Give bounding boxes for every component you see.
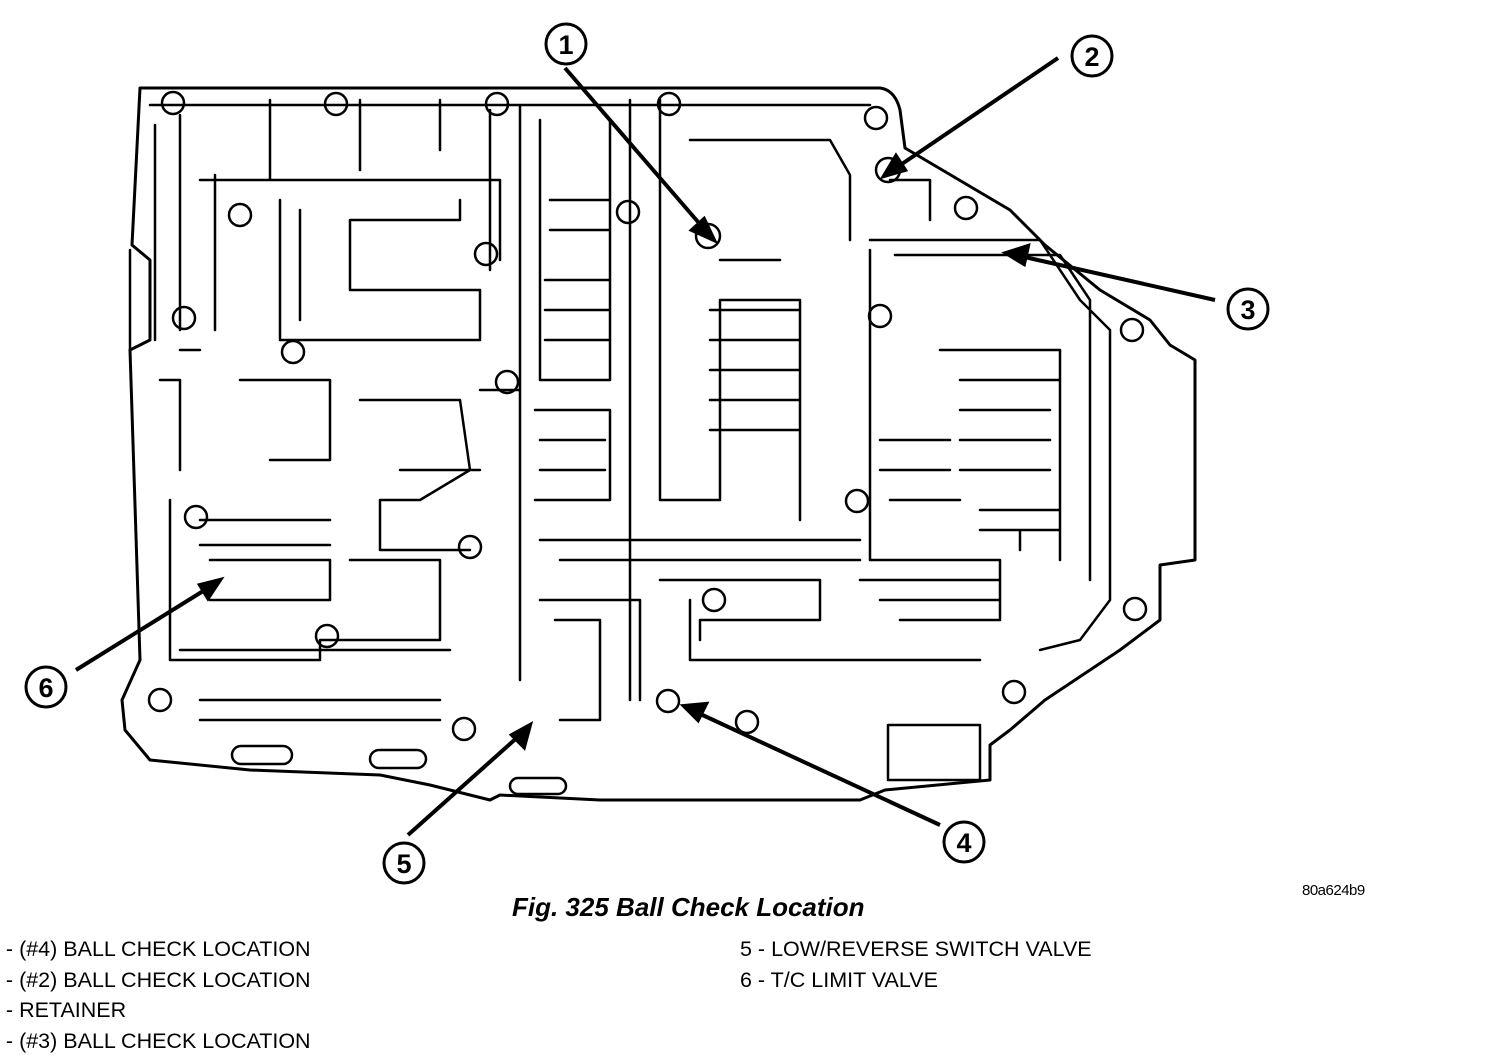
- image-code: 80a624b9: [1302, 882, 1365, 899]
- legend-item: 4 - (#3) BALL CHECK LOCATION: [0, 1026, 311, 1056]
- legend-item: 6 - T/C LIMIT VALVE: [740, 965, 1092, 996]
- callout-1: 1: [546, 24, 586, 64]
- callout-6-label: 6: [38, 673, 53, 703]
- valve-body-diagram: 1 2 3 4 5 6: [0, 0, 1504, 900]
- arrow-4: [696, 712, 940, 825]
- callout-1-label: 1: [558, 30, 573, 60]
- legend-item: 2 - (#2) BALL CHECK LOCATION: [0, 965, 311, 996]
- callout-4: 4: [944, 822, 984, 862]
- callout-2-label: 2: [1084, 42, 1099, 72]
- callout-4-label: 4: [956, 828, 971, 858]
- arrow-6: [76, 588, 208, 670]
- callout-3: 3: [1228, 289, 1268, 329]
- leader-arrows: [76, 58, 1215, 835]
- callout-5: 5: [384, 843, 424, 883]
- figure-caption: Fig. 325 Ball Check Location: [512, 892, 865, 923]
- valve-body-outline: [122, 88, 1195, 800]
- legend-item: 1 - (#4) BALL CHECK LOCATION: [0, 934, 311, 965]
- arrow-2: [896, 58, 1058, 168]
- callout-3-label: 3: [1240, 295, 1255, 325]
- arrow-3: [1020, 256, 1215, 300]
- legend-item: 3 - RETAINER: [0, 995, 311, 1026]
- callouts: 1 2 3 4 5 6: [26, 24, 1268, 883]
- legend-left-column: 1 - (#4) BALL CHECK LOCATION 2 - (#2) BA…: [0, 934, 311, 1056]
- legend-item: 5 - LOW/REVERSE SWITCH VALVE: [740, 934, 1092, 965]
- arrow-1: [565, 68, 705, 230]
- legend-right-column: 5 - LOW/REVERSE SWITCH VALVE 6 - T/C LIM…: [740, 934, 1092, 995]
- callout-6: 6: [26, 667, 66, 707]
- callout-5-label: 5: [396, 849, 411, 879]
- callout-2: 2: [1072, 36, 1112, 76]
- bottom-ports: [232, 725, 980, 794]
- bolt-holes: [149, 92, 1146, 740]
- valve-body-channels: [130, 100, 1110, 720]
